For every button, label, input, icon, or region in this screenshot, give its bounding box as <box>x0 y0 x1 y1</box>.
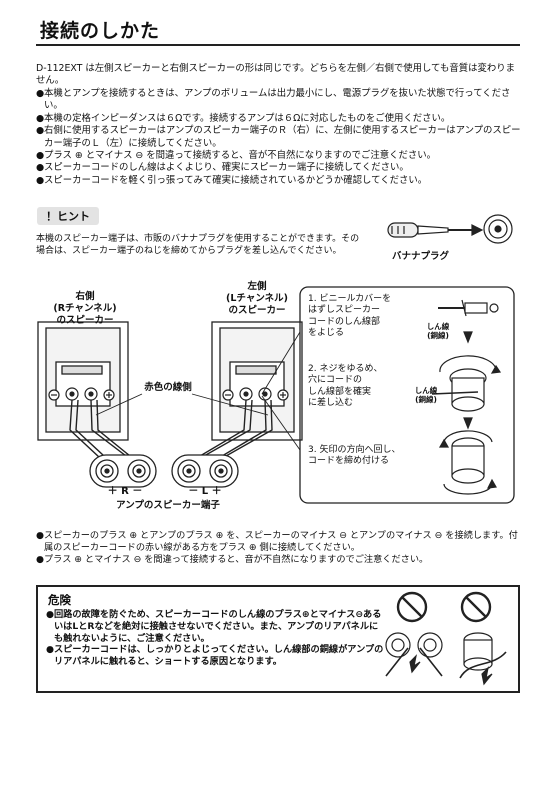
amp-terminals-left <box>171 454 239 488</box>
list-item: ●プラス ⊕ とマイナス ⊖ を間違って接続すると、音が不自然になりますのでご注… <box>36 554 429 565</box>
hint-text: 本機のスピーカー端子は、市販のバナナプラグを使用することができます。その場合は、… <box>36 234 360 256</box>
list-item: ●本機の定格インピーダンスは６Ωです。接続するアンプは６Ωに対応したものをご使用… <box>36 112 451 124</box>
step-3-text: 3. 矢印の方向へ回し、 コードを締め付ける <box>308 445 401 467</box>
red-wire-label: 赤色の線側 <box>144 382 192 393</box>
intro-paragraph: D-112EXT は左側スピーカーと右側スピーカーの形は同じです。どちらを左側／… <box>36 63 515 87</box>
right-speaker-label: 右側 (Rチャンネル) のスピーカー <box>53 291 117 326</box>
core-wire-label: しん線 (銅線) <box>414 386 438 404</box>
core-wire-label: しん線 (銅線) <box>426 322 450 340</box>
left-speaker-terminals <box>222 387 289 401</box>
list-item: ●右側に使用するスピーカーはアンプのスピーカー端子のＲ（右）に、左側に使用するス… <box>36 125 521 149</box>
amp-r-marks: ＋ R － <box>107 486 143 497</box>
list-item: ●スピーカーのプラス ⊕ とアンプのプラス ⊕ を、スピーカーのマイナス ⊖ と… <box>36 530 518 553</box>
left-speaker-illustration <box>211 321 303 441</box>
list-item: ●スピーカーコードは、しっかりとよじってください。しん線部の銅線がアンプのリアパ… <box>46 644 384 668</box>
step-2-text: 2. ネジをゆるめ、 穴にコードの しん線部を確実 に差し込む <box>308 364 383 408</box>
terminal-insert-icon <box>431 355 502 430</box>
left-speaker-label: 左側 (Lチャンネル) のスピーカー <box>226 281 288 316</box>
steps-box <box>299 286 515 504</box>
title-rule <box>36 44 520 46</box>
caution-list: ●本機とアンプを接続するときは、アンプのボリュームは出力最小にし、電源プラグを抜… <box>36 88 522 187</box>
red-wire-pointer <box>95 393 269 416</box>
list-item: ●プラス ⊕ とマイナス ⊖ を間違って接続すると、音が不自然になりますのでご注… <box>36 150 437 162</box>
prohibited-icon <box>396 591 428 623</box>
amp-l-marks: － L ＋ <box>188 486 222 497</box>
connection-notes: ●スピーカーのプラス ⊕ とアンプのプラス ⊕ を、スピーカーのマイナス ⊖ と… <box>36 530 522 566</box>
page-title: 接続のしかた <box>40 20 161 42</box>
twisted-wire-icon <box>438 299 499 344</box>
step-1-text: 1. ビニールカバーを はずしスピーカー コードのしん線部 をよじる <box>308 294 392 338</box>
short-circuit-terminals-icon <box>385 632 443 677</box>
danger-box: 危険 ●回路の故障を防ぐため、スピーカーコードのしん線のプラス⊕とマイナス⊖ある… <box>36 585 520 693</box>
banana-plug-icon <box>387 214 513 244</box>
amp-terminals-right <box>89 454 157 488</box>
terminal-tighten-icon <box>438 430 497 495</box>
hint-badge: ！ヒント <box>37 207 99 225</box>
banana-plug-label: バナナプラグ <box>392 251 450 262</box>
right-speaker-illustration <box>37 321 129 441</box>
list-item: ●スピーカーコードを軽く引っ張ってみて確実に接続されているかどうか確認してくださ… <box>36 174 428 186</box>
list-item: ●スピーカーコードのしん線はよくよじり、確実にスピーカー端子に接続してください。 <box>36 162 409 174</box>
callout-pointer <box>261 331 301 395</box>
prohibited-icon <box>460 591 492 623</box>
danger-list: ●回路の故障を防ぐため、スピーカーコードのしん線のプラス⊕とマイナス⊖あるいはL… <box>46 609 384 668</box>
list-item: ●本機とアンプを接続するときは、アンプのボリュームは出力最小にし、電源プラグを抜… <box>36 88 511 112</box>
wire-touch-panel-icon <box>459 632 507 686</box>
callout-pointer <box>261 395 301 451</box>
danger-title: 危険 <box>48 593 71 607</box>
list-item: ●回路の故障を防ぐため、スピーカーコードのしん線のプラス⊕とマイナス⊖あるいはL… <box>46 609 382 644</box>
amp-terminal-label: アンプのスピーカー端子 <box>116 500 220 511</box>
